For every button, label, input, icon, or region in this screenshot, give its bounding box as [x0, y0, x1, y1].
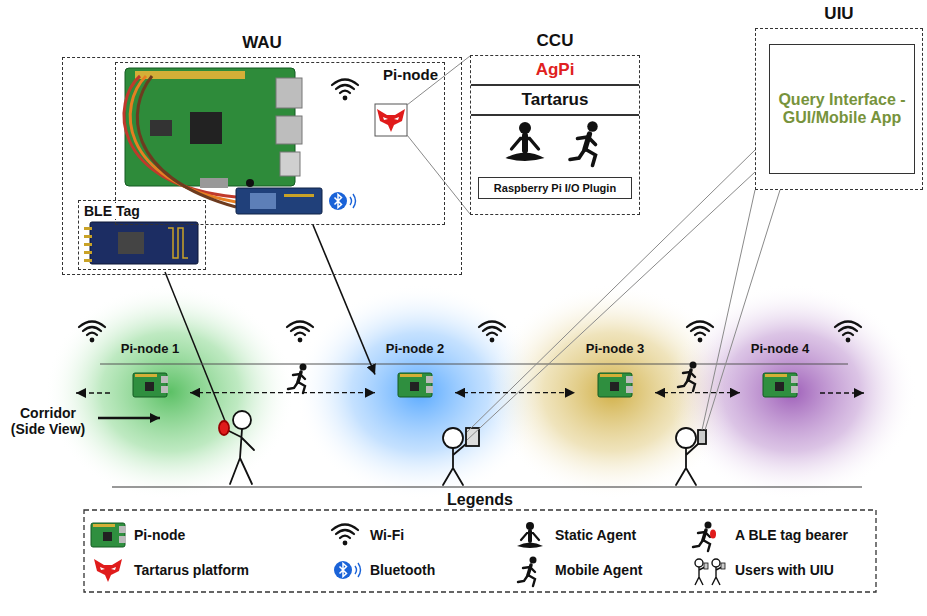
purple-zone — [667, 284, 917, 500]
wau-box: WAUPi-nodeBLE Tag — [62, 57, 462, 275]
legend-tag-bearer-sample — [693, 522, 716, 552]
node-label: Pi-node 4 — [740, 342, 820, 357]
ble-tag-board — [84, 222, 198, 264]
bluetooth-icon — [329, 192, 356, 210]
legend-title: Legends — [400, 491, 560, 509]
mobile-agent-icon — [570, 121, 598, 165]
wifi-link — [190, 392, 375, 393]
ceiling-line — [100, 364, 848, 365]
agpi-layer: AgPi — [471, 56, 639, 86]
uiu-box: UIUQuery Interface - GUI/Mobile App — [755, 28, 923, 190]
legend-frame — [84, 510, 876, 592]
pi-node-image — [398, 373, 433, 397]
query-interface-box: Query Interface - GUI/Mobile App — [769, 44, 915, 174]
legend-wifi-sample — [332, 525, 358, 546]
node-label: Tartarus — [522, 90, 589, 110]
node-label: CCU — [471, 31, 639, 51]
pi-node-image — [763, 373, 798, 397]
ble-tag-bearer — [219, 411, 254, 484]
wifi-icon — [479, 322, 505, 343]
legend-user-sample — [695, 559, 708, 585]
pi-node-image — [133, 373, 168, 397]
legend-tartarus-sample — [94, 559, 122, 582]
legend-user-sample — [712, 559, 725, 585]
node-label: WAU — [63, 33, 461, 53]
pi-node: Pi-node 2 — [375, 342, 455, 407]
node-label: AgPi — [536, 60, 575, 80]
mobile-agent-icon — [288, 364, 307, 394]
bluetooth-module — [236, 188, 322, 214]
legend-text: Wi-Fi — [370, 527, 404, 543]
wifi-icon — [287, 322, 313, 343]
plugin-box: Raspberry Pi I/O Plugin — [478, 177, 632, 199]
node-label: Pi-node 3 — [575, 342, 655, 357]
node-label: UIU — [756, 4, 922, 24]
legend-pi-node-sample — [91, 523, 126, 547]
legend-text: Bluetooth — [370, 562, 435, 578]
legend-bluetooth-sample — [334, 561, 361, 579]
legend-text: Pi-node — [134, 527, 185, 543]
legend-text: Mobile Agent — [555, 562, 642, 578]
wifi-range-arrow — [820, 392, 864, 393]
legend-static-agent-sample — [517, 522, 543, 548]
wifi-icon — [79, 322, 105, 343]
deployment-arrow — [313, 225, 375, 375]
pi-node: Pi-node 3 — [575, 342, 655, 407]
tartarus-layer: Tartarus — [471, 86, 639, 116]
uiu-zoom-lines — [467, 150, 780, 440]
legend-text: Users with UIU — [735, 562, 834, 578]
corridor-arrow — [98, 417, 160, 420]
green-zone — [45, 284, 295, 500]
node-label: BLE Tag — [82, 203, 142, 219]
jumper-wires — [124, 76, 236, 207]
legend-text: Tartarus platform — [134, 562, 249, 578]
user-with-phone — [676, 428, 706, 485]
wifi-icon — [835, 322, 861, 343]
node-label: Pi-node 2 — [375, 342, 455, 357]
wifi-link — [655, 392, 740, 393]
node-label: Query Interface - GUI/Mobile App — [776, 91, 908, 128]
ble-tag-box: BLE Tag — [78, 200, 206, 270]
ccu-box: CCUAgPiTartarusRaspberry Pi I/O Plugin — [470, 55, 640, 215]
mobile-agent-icon — [678, 362, 697, 392]
legend-text: Static Agent — [555, 527, 636, 543]
pi-node: Pi-node 4 — [740, 342, 820, 407]
legend-text: A BLE tag bearer — [735, 527, 848, 543]
node-label: Pi-node — [383, 66, 438, 83]
wifi-icon — [687, 322, 713, 343]
wifi-icon — [332, 80, 358, 101]
wifi-range-arrow — [76, 392, 110, 393]
node-label: Raspberry Pi I/O Plugin — [494, 182, 616, 195]
static-agent-icon — [506, 122, 545, 161]
node-label: Pi-node 1 — [110, 342, 190, 357]
tartarus-logo — [375, 104, 407, 136]
legend-mobile-agent-sample — [518, 557, 537, 587]
floor-line — [112, 486, 862, 487]
user-with-tablet — [443, 428, 479, 485]
wifi-link — [455, 392, 575, 393]
pi-node-image — [598, 373, 633, 397]
pi-node: Pi-node 1 — [110, 342, 190, 407]
corridor-label: Corridor (Side View) — [6, 405, 90, 437]
